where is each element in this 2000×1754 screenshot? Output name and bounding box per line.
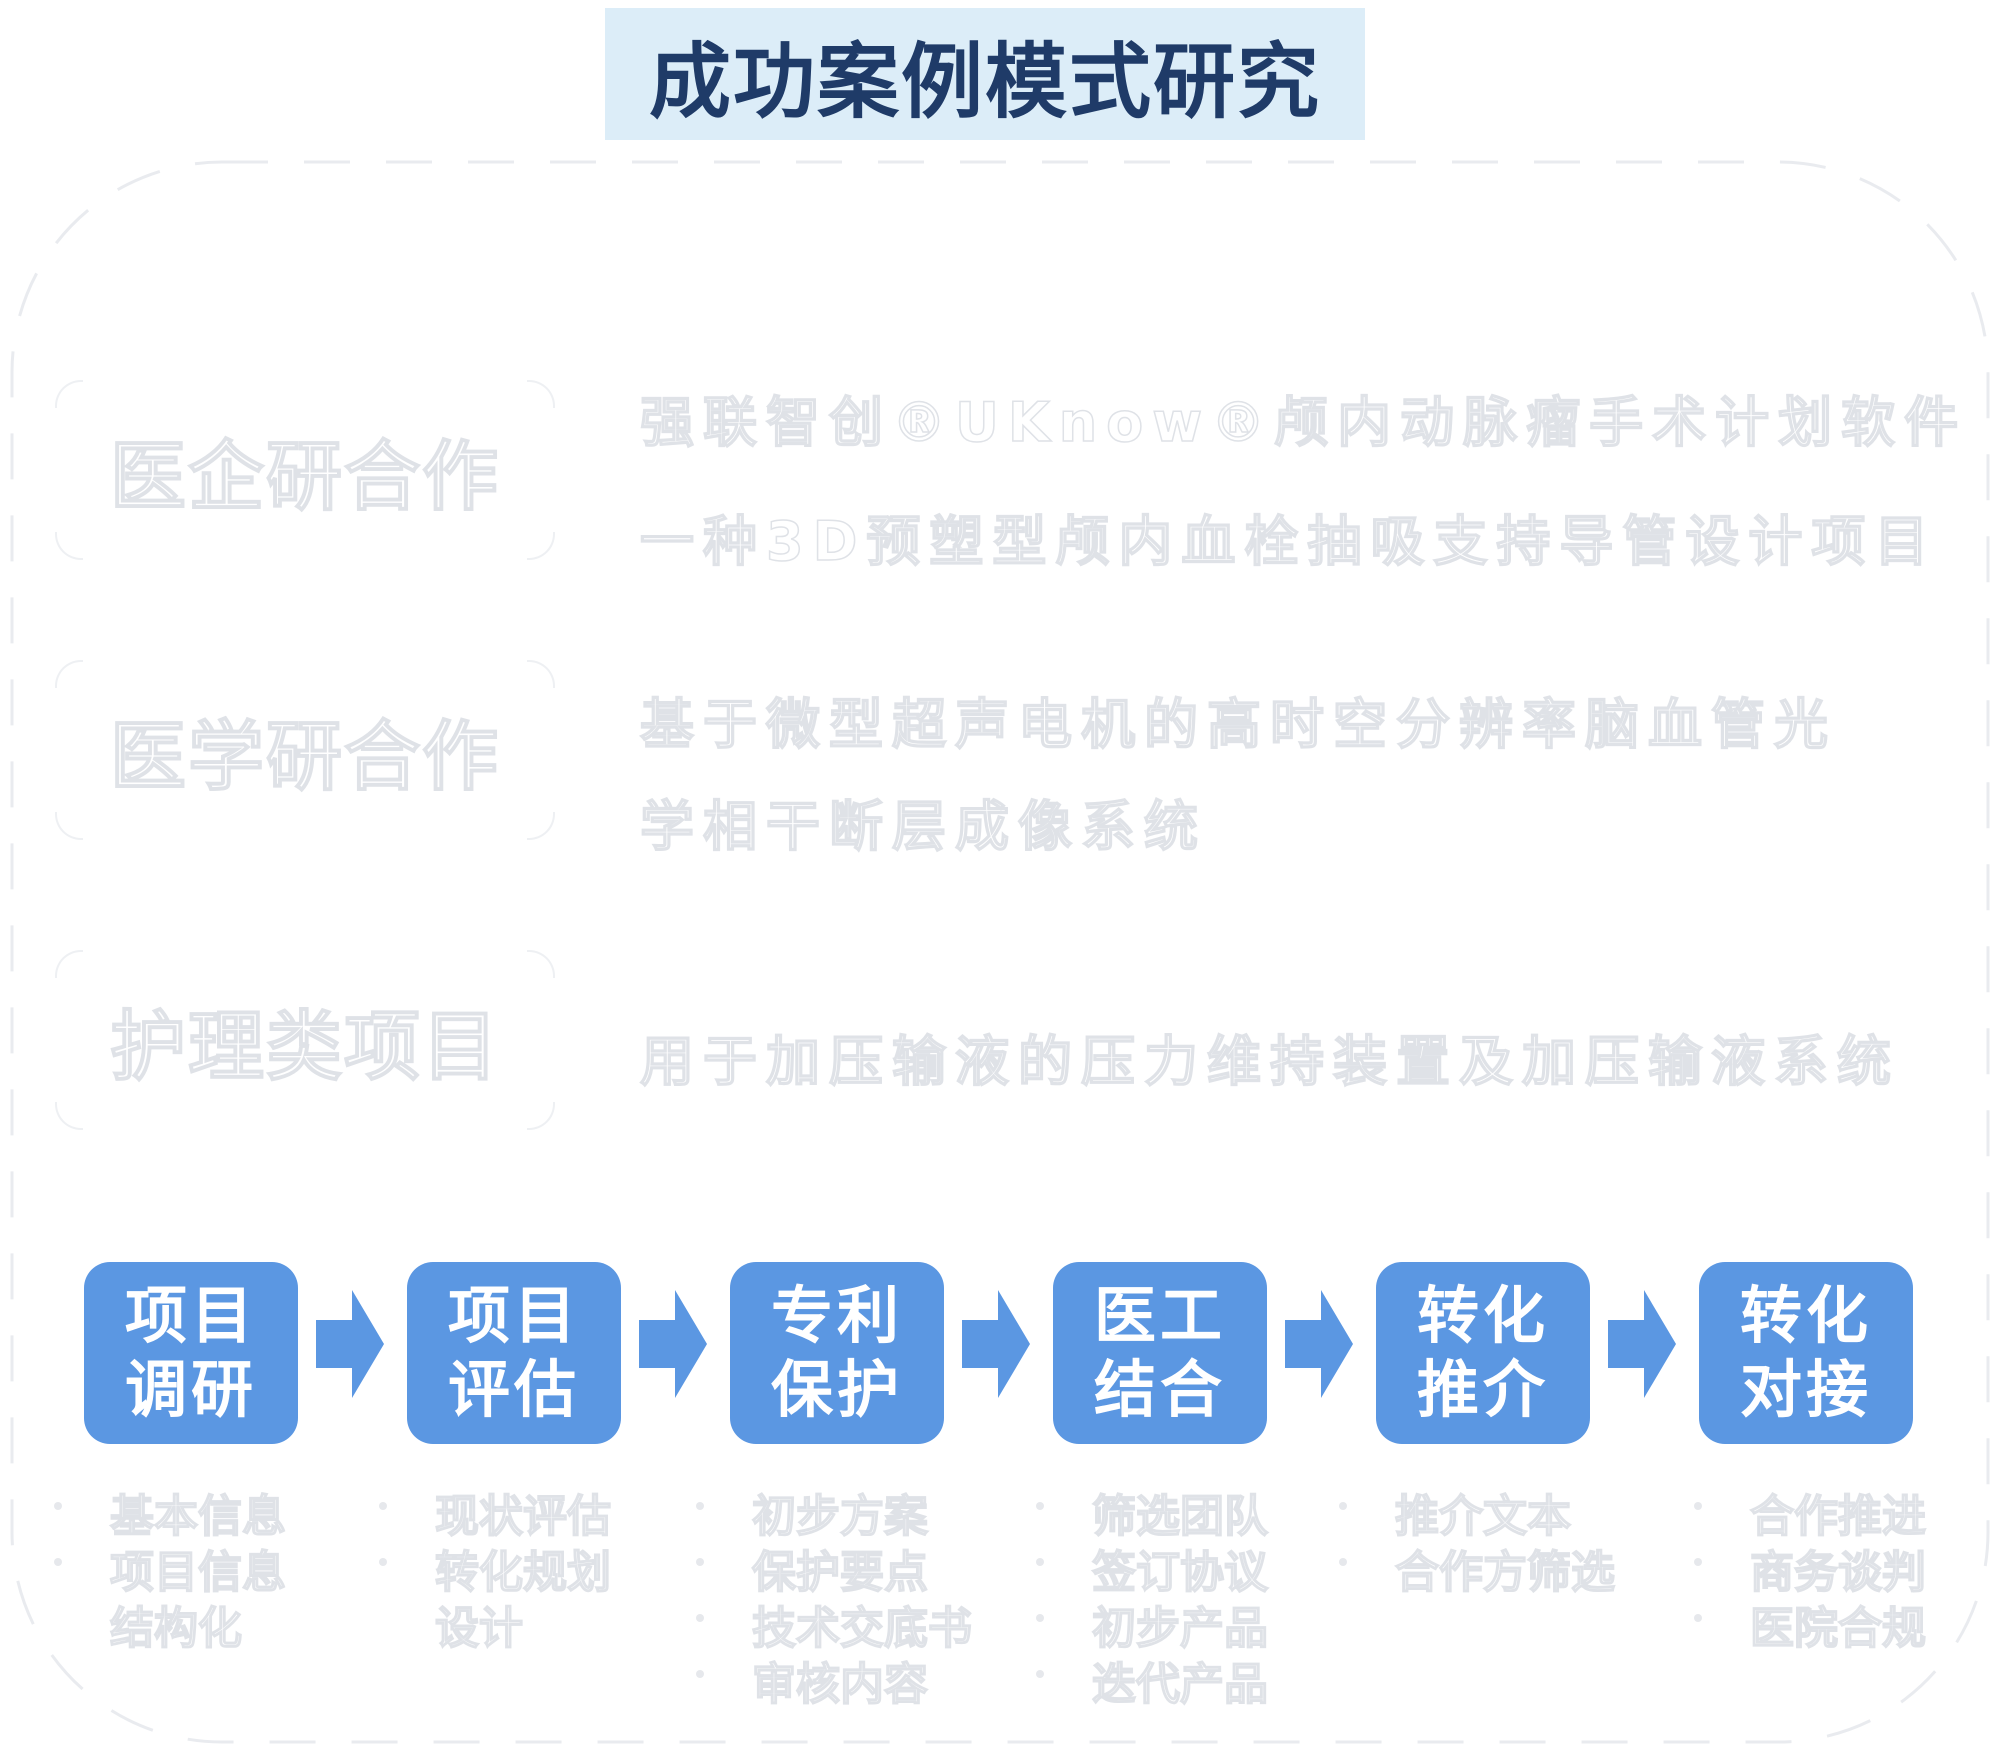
- bullet-dot: [54, 1502, 62, 1510]
- list-item: 设计: [434, 1602, 524, 1655]
- title-banner: 成功案例模式研究: [605, 8, 1365, 140]
- category-label: 医企研合作: [109, 431, 500, 522]
- step-title-line-1: 项目: [124, 1279, 257, 1352]
- step-medical-engineering: 医工 结合: [1053, 1262, 1267, 1444]
- step-5-subitems: 推介文本 合作方筛选: [1339, 1480, 1665, 1599]
- category-box-1: 医企研合作: [55, 380, 555, 560]
- list-item: 保护要点: [696, 1536, 1022, 1599]
- step-title-line-2: 推介: [1416, 1353, 1549, 1426]
- step-project-research: 项目 调研: [84, 1262, 298, 1444]
- list-item: 筛选团队: [1036, 1480, 1362, 1543]
- list-item: 初步产品: [1036, 1592, 1362, 1655]
- arrow-right-icon: [1608, 1290, 1676, 1398]
- category-3-line-1: 用于加压输液的压力维持装置及加压输液系统: [639, 1029, 1900, 1094]
- step-1-subitems: 基本信息 项目信息 结构化: [54, 1480, 380, 1655]
- step-title-line-1: 项目: [447, 1279, 580, 1352]
- step-2-subitems: 现状评估 转化规划 设计: [379, 1480, 705, 1655]
- step-title-line-2: 结合: [1093, 1353, 1226, 1426]
- step-3-subitems: 初步方案 保护要点 技术交底书 审核内容: [696, 1480, 1022, 1711]
- step-transfer-promotion: 转化 推介: [1376, 1262, 1590, 1444]
- category-1-line-2: 一种3D预塑型颅内血栓抽吸支持导管设计项目: [639, 509, 1938, 574]
- list-item: 转化规划: [379, 1536, 705, 1599]
- arrow-right-icon: [316, 1290, 384, 1398]
- list-item: 迭代产品: [1036, 1648, 1362, 1711]
- bullet-dot: [1339, 1502, 1347, 1510]
- category-2-line-1: 基于微型超声电机的高时空分辨率脑血管光: [639, 692, 1837, 757]
- step-6-subitems: 合作推进 商务谈判 医院合规: [1694, 1480, 2000, 1655]
- list-item: 现状评估: [379, 1480, 705, 1543]
- step-title-line-2: 评估: [447, 1353, 580, 1426]
- bullet-dot: [696, 1558, 704, 1566]
- category-2-line-2: 学相干断层成像系统: [639, 794, 1207, 859]
- list-item: 初步方案: [696, 1480, 1022, 1543]
- list-item: 合作方筛选: [1339, 1536, 1665, 1599]
- bullet-dot: [696, 1614, 704, 1622]
- step-patent-protection: 专利 保护: [730, 1262, 944, 1444]
- step-title-line-1: 转化: [1416, 1279, 1549, 1352]
- bullet-dot: [1339, 1558, 1347, 1566]
- bullet-dot: [1036, 1558, 1044, 1566]
- category-box-3: 护理类项目: [55, 950, 555, 1130]
- step-title-line-1: 医工: [1093, 1279, 1226, 1352]
- step-title-line-1: 专利: [770, 1279, 903, 1352]
- bullet-dot: [1036, 1670, 1044, 1678]
- step-title-line-2: 保护: [770, 1353, 903, 1426]
- bullet-dot: [1036, 1502, 1044, 1510]
- list-item: 医院合规: [1694, 1592, 2000, 1655]
- arrow-right-icon: [1285, 1290, 1353, 1398]
- step-title-line-1: 转化: [1739, 1279, 1872, 1352]
- step-4-subitems: 筛选团队 签订协议 初步产品 迭代产品: [1036, 1480, 1362, 1711]
- list-item: 推介文本: [1339, 1480, 1665, 1543]
- bullet-dot: [54, 1558, 62, 1566]
- list-item: 项目信息: [54, 1536, 380, 1599]
- list-item: 商务谈判: [1694, 1536, 2000, 1599]
- step-transfer-docking: 转化 对接: [1699, 1262, 1913, 1444]
- list-item: 合作推进: [1694, 1480, 2000, 1543]
- bullet-dot: [379, 1558, 387, 1566]
- step-title-line-2: 对接: [1739, 1353, 1872, 1426]
- page-title: 成功案例模式研究: [648, 34, 1321, 130]
- list-item: 结构化: [109, 1602, 243, 1655]
- step-project-evaluation: 项目 评估: [407, 1262, 621, 1444]
- category-1-line-1: 强联智创®UKnow®颅内动脉瘤手术计划软件: [639, 390, 1968, 455]
- list-item: 签订协议: [1036, 1536, 1362, 1599]
- step-title-line-2: 调研: [124, 1353, 257, 1426]
- bullet-dot: [379, 1502, 387, 1510]
- list-item: 基本信息: [54, 1480, 380, 1543]
- bullet-dot: [1694, 1558, 1702, 1566]
- list-item: 技术交底书: [696, 1592, 1022, 1655]
- category-label: 医学研合作: [109, 711, 500, 802]
- category-label: 护理类项目: [109, 1001, 500, 1092]
- arrow-right-icon: [639, 1290, 707, 1398]
- bullet-dot: [1036, 1614, 1044, 1622]
- category-box-2: 医学研合作: [55, 660, 555, 840]
- bullet-dot: [696, 1670, 704, 1678]
- bullet-dot: [1694, 1614, 1702, 1622]
- list-item: 审核内容: [696, 1648, 1022, 1711]
- bullet-dot: [1694, 1502, 1702, 1510]
- arrow-right-icon: [962, 1290, 1030, 1398]
- bullet-dot: [696, 1502, 704, 1510]
